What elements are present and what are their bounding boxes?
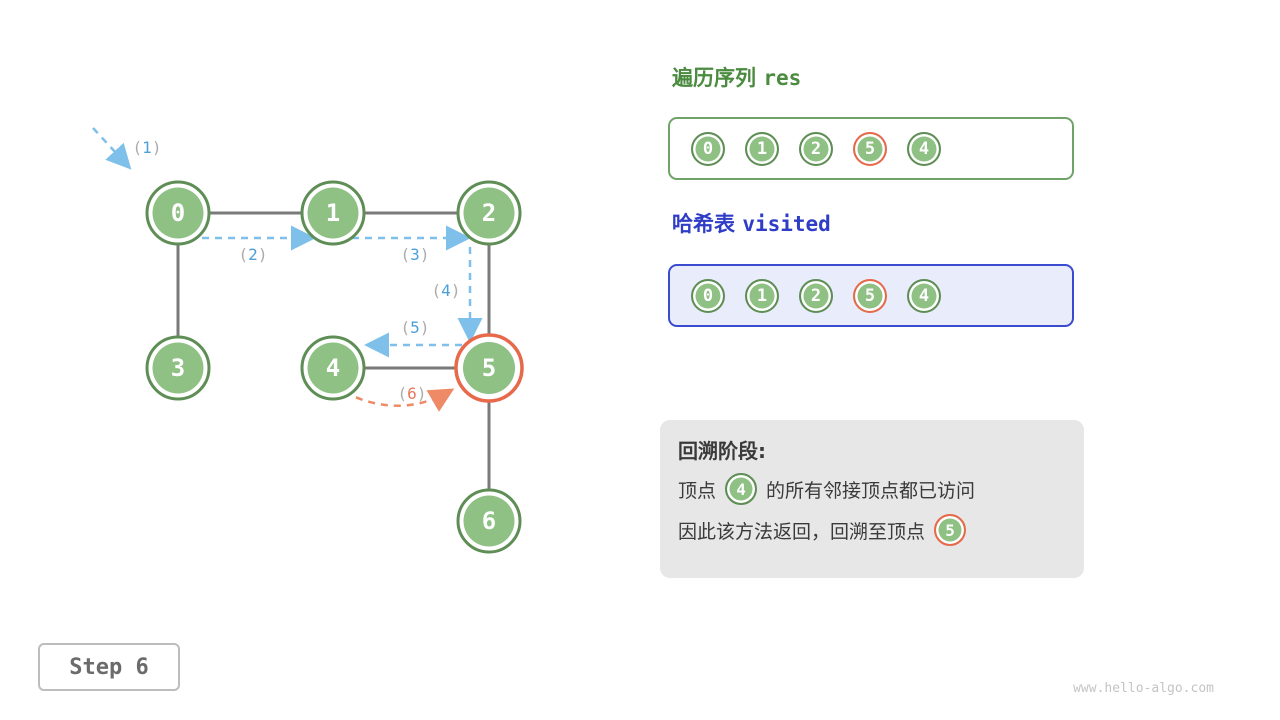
visited-panel-title: 哈希表 visited — [672, 208, 831, 238]
graph-node-1: 1 — [300, 180, 366, 246]
step-marker-1: (1) — [133, 138, 162, 157]
info-line1-node: 4 — [725, 473, 758, 505]
info-line2-node-highlighted: 5 — [934, 514, 967, 546]
graph-node-4: 4 — [300, 335, 366, 401]
visited-title-text: 哈希表 — [672, 212, 735, 236]
info-line-1: 顶点 4 的所有邻接顶点都已访问 — [678, 473, 1066, 505]
info-line2-prefix: 因此该方法返回，回溯至顶点 — [678, 520, 926, 543]
svg-text:4: 4 — [326, 354, 340, 382]
svg-text:1: 1 — [326, 199, 340, 227]
step-marker-5: (5) — [401, 318, 430, 337]
step-label: Step 6 — [69, 654, 149, 680]
svg-text:2: 2 — [482, 199, 496, 227]
step-marker-2: (2) — [239, 245, 268, 264]
step-marker-4: (4) — [432, 281, 461, 300]
info-line-2: 因此该方法返回，回溯至顶点 5 — [678, 514, 1066, 546]
res-item-3-highlighted: 5 — [853, 131, 887, 166]
visited-item-0: 0 — [691, 278, 725, 313]
res-item-0: 0 — [691, 131, 725, 166]
visited-title-code: visited — [742, 212, 831, 236]
res-title-text: 遍历序列 — [672, 66, 756, 90]
visited-item-4: 4 — [907, 278, 941, 313]
traversal-arrows — [92, 127, 483, 412]
graph-node-2: 2 — [456, 180, 522, 246]
step-markers: (1) (2) (3) (4) (5) (6) — [133, 138, 461, 403]
info-line1-suffix: 的所有邻接顶点都已访问 — [766, 479, 976, 502]
arrow-step-1 — [92, 127, 132, 170]
info-line1-prefix: 顶点 — [678, 479, 717, 502]
info-heading: 回溯阶段: — [678, 439, 766, 463]
res-panel-title: 遍历序列 res — [672, 62, 801, 92]
res-title-code: res — [763, 66, 802, 90]
graph-node-0: 0 — [145, 180, 211, 246]
visited-hash-box: 0 1 2 5 4 — [668, 264, 1074, 327]
visited-item-1: 1 — [745, 278, 779, 313]
svg-text:6: 6 — [482, 507, 496, 535]
watermark: www.hello-algo.com — [1073, 681, 1214, 696]
svg-text:3: 3 — [171, 354, 185, 382]
res-item-1: 1 — [745, 131, 779, 166]
step-marker-6: (6) — [398, 384, 427, 403]
backtrack-info-box: 回溯阶段: 顶点 4 的所有邻接顶点都已访问 因此该方法返回，回溯至顶点 5 — [660, 420, 1084, 578]
graph-node-5-highlighted: 5 — [454, 333, 524, 403]
res-sequence-box: 0 1 2 5 4 — [668, 117, 1074, 180]
graph-diagram: (1) (2) (3) (4) (5) (6) 0 1 2 — [92, 127, 524, 554]
svg-text:0: 0 — [171, 199, 185, 227]
res-item-2: 2 — [799, 131, 833, 166]
step-label-box: Step 6 — [38, 643, 180, 691]
arrow-step-6 — [343, 388, 455, 412]
step-marker-3: (3) — [401, 245, 430, 264]
graph-nodes: 0 1 2 3 4 — [145, 180, 524, 554]
graph-node-3: 3 — [145, 335, 211, 401]
svg-text:5: 5 — [482, 354, 496, 382]
res-item-4: 4 — [907, 131, 941, 166]
visited-item-2: 2 — [799, 278, 833, 313]
graph-node-6: 6 — [456, 488, 522, 554]
visited-item-3-highlighted: 5 — [853, 278, 887, 313]
